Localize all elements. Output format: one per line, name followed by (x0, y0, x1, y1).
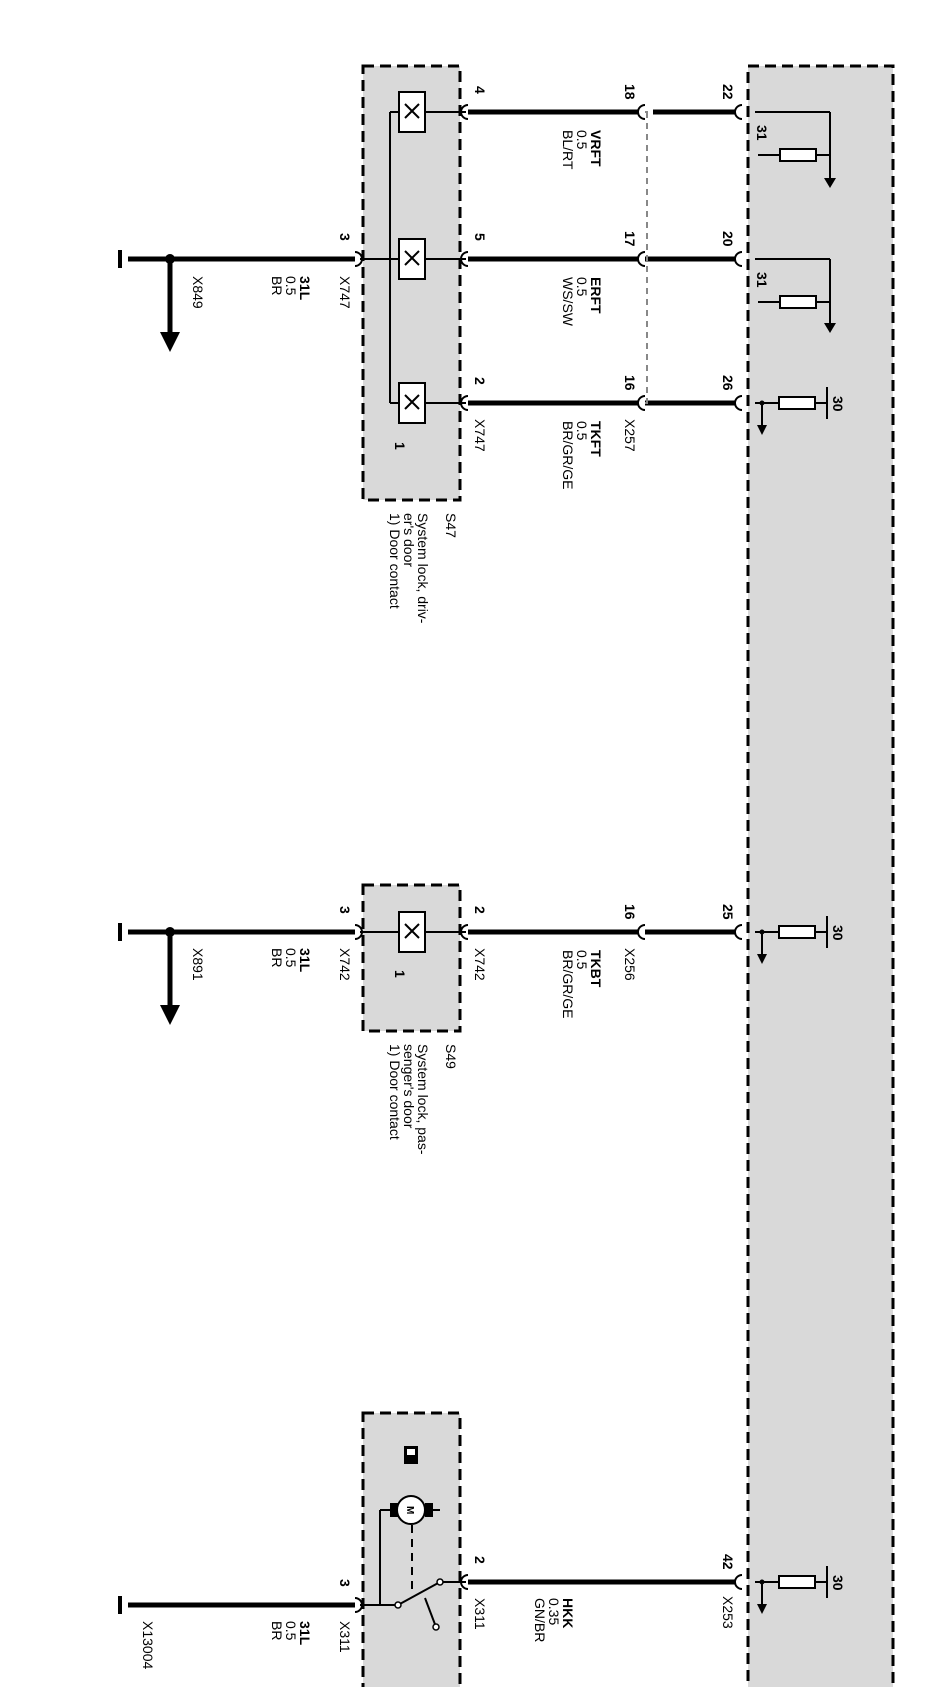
wire-size: 0.5 (283, 948, 299, 968)
motor-label: M (404, 1506, 415, 1514)
pin-label: 18 (622, 84, 638, 100)
pin-label: 16 (622, 375, 638, 391)
supply-30-label: 30 (830, 396, 846, 412)
motor-icon (390, 1446, 444, 1631)
component-desc: 1) Door contact (387, 513, 403, 609)
component-id: S47 (443, 513, 459, 538)
tailgate-internal (360, 1509, 466, 1628)
contact-mark: 1 (392, 970, 408, 978)
module-arrow-heads (757, 178, 836, 1614)
wire-color: BR (269, 948, 285, 967)
wire-name: ERFT (588, 277, 604, 314)
connector-label: X742 (472, 948, 488, 981)
wire-name: HKK (560, 1598, 576, 1628)
wire-name: 31L (297, 1621, 313, 1646)
connector-label: X747 (337, 276, 353, 309)
ground-31-label: 31 (754, 125, 770, 141)
supply-30-label: 30 (830, 1575, 846, 1591)
ground-destination: X849 (190, 276, 206, 309)
s49-internal (360, 911, 466, 953)
ground-destination: X13004 (140, 1621, 156, 1669)
wire-color: BR (269, 1621, 285, 1640)
pin-label: 16 (622, 904, 638, 920)
pin-label: 25 (720, 904, 736, 920)
s49-switch-box (361, 883, 462, 1033)
pin-label: 3 (337, 233, 353, 241)
wire-color: GN/BR (532, 1598, 548, 1642)
wire-name: TKFT (588, 421, 604, 457)
component-desc: System lock, pas- (415, 1044, 431, 1155)
component-desc: er's door (401, 513, 417, 567)
ground-continuation-arrows (118, 250, 173, 1614)
ground-31-label: 31 (754, 272, 770, 288)
wire-color: BL/RT (560, 130, 576, 170)
connector-label: X253 (720, 1596, 736, 1629)
component-desc: senger's door (401, 1044, 417, 1129)
connector-label: X311 (472, 1598, 488, 1630)
wire-size: 0.5 (574, 130, 590, 150)
wire-name: VRFT (588, 130, 604, 167)
pin-label: 4 (472, 86, 488, 94)
wire-size: 0.5 (574, 421, 590, 441)
pin-label: 3 (337, 1579, 353, 1587)
wire-color: BR (269, 276, 285, 295)
pin-label: 20 (720, 231, 736, 247)
wire-name: 31L (297, 948, 313, 973)
component-desc: 1) Door contact (387, 1044, 403, 1140)
connector-label: X742 (337, 948, 353, 981)
contact-mark: 1 (392, 442, 408, 450)
wire-size: 0.35 (546, 1598, 562, 1625)
connector-label: X256 (622, 948, 638, 981)
pin-label: 3 (337, 906, 353, 914)
ground-arrow-heads (160, 254, 180, 1025)
pin-label: 42 (720, 1554, 736, 1570)
supply-30-label: 30 (830, 925, 846, 941)
wire-color: BR/GR/GE (560, 421, 576, 489)
pin-label: 17 (622, 231, 638, 247)
wire-size: 0.5 (574, 277, 590, 297)
wire-color: BR/GR/GE (560, 950, 576, 1018)
component-desc: System lock, driv- (415, 513, 431, 624)
control-module-box (746, 64, 895, 1687)
labels: 22 20 26 25 42 X253 31 31 30 30 30 18 17… (140, 84, 846, 1669)
pin-label: 5 (472, 233, 488, 241)
pin-label: 22 (720, 84, 736, 100)
wire-size: 0.5 (574, 950, 590, 970)
connector-label: X311 (337, 1621, 353, 1653)
wire-name: 31L (297, 276, 313, 301)
wire-name: TKBT (588, 950, 604, 988)
pin-label: 2 (472, 377, 488, 385)
wire-color: WS/SW (560, 277, 576, 327)
s47-switch-box (361, 64, 462, 502)
s47-internal (360, 91, 466, 424)
connector-label: X747 (472, 419, 488, 452)
module-internal-circuits (755, 111, 831, 1604)
connector-label: X257 (622, 419, 638, 452)
pin-label: 2 (472, 906, 488, 914)
pin-label: 2 (472, 1556, 488, 1564)
component-id: S49 (443, 1044, 459, 1069)
wire-size: 0.5 (283, 276, 299, 296)
wire-size: 0.5 (283, 1621, 299, 1641)
pin-label: 26 (720, 375, 736, 391)
ground-destination: X891 (190, 948, 206, 981)
